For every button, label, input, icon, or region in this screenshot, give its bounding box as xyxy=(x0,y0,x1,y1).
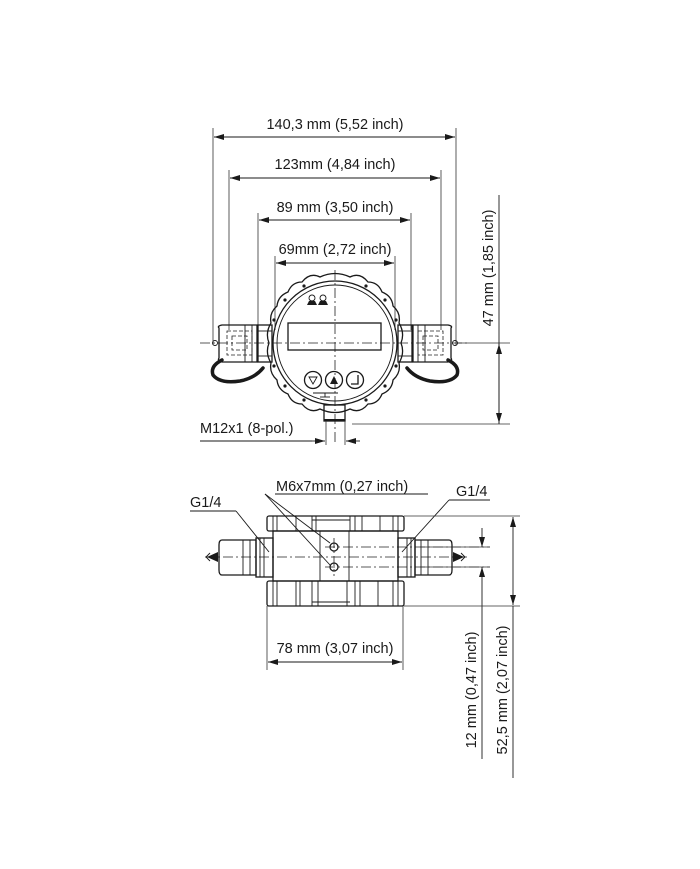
top-view: 140,3 mm (5,52 inch) 123mm (4,84 inch) 8… xyxy=(200,117,510,445)
dim-label-78: 78 mm (3,07 inch) xyxy=(277,641,394,657)
dim-label-52-5: 52,5 mm (2,07 inch) xyxy=(495,626,511,755)
ground-symbol-icon xyxy=(313,392,338,398)
led-indicator-icon xyxy=(307,294,328,305)
dim-label-69: 69mm (2,72 inch) xyxy=(279,242,392,258)
right-side-fitting xyxy=(397,537,466,578)
left-port-label: G1/4 xyxy=(190,495,221,511)
left-port-fitting xyxy=(210,324,273,384)
right-port-label: G1/4 xyxy=(456,484,487,500)
sensor-body xyxy=(272,530,399,582)
dim-overall-width: 140,3 mm (5,52 inch) xyxy=(212,117,457,345)
dim-label-89: 89 mm (3,50 inch) xyxy=(277,200,394,216)
dim-label-47: 47 mm (1,85 inch) xyxy=(481,210,497,327)
dim-label-12: 12 mm (0,47 inch) xyxy=(464,632,480,749)
left-side-fitting xyxy=(205,537,274,578)
side-view: M6x7mm (0,27 inch) G1/4 G1/4 xyxy=(190,479,520,778)
mounting-thread-label: M6x7mm (0,27 inch) xyxy=(276,479,408,495)
button-up xyxy=(324,370,344,390)
bottom-ribbed-ring xyxy=(266,580,405,607)
lcd-display xyxy=(287,322,382,351)
m12-connector: M12x1 (8-pol.) xyxy=(200,404,360,445)
button-down xyxy=(303,370,323,390)
dim-height-52-5: 52,5 mm (2,07 inch) xyxy=(404,515,520,778)
dim-height-12: 12 mm (0,47 inch) xyxy=(420,528,490,759)
dim-width-78: 78 mm (3,07 inch) xyxy=(266,606,404,670)
dim-label-140: 140,3 mm (5,52 inch) xyxy=(266,117,403,133)
dim-width-69: 69mm (2,72 inch) xyxy=(274,242,396,330)
dim-width-89: 89 mm (3,50 inch) xyxy=(257,200,412,330)
button-enter xyxy=(345,370,365,390)
right-port-fitting xyxy=(397,324,460,384)
dim-width-123: 123mm (4,84 inch) xyxy=(228,157,442,330)
dim-height-47: 47 mm (1,85 inch) xyxy=(352,195,510,425)
dim-label-123: 123mm (4,84 inch) xyxy=(275,157,396,173)
connector-label: M12x1 (8-pol.) xyxy=(200,421,293,437)
